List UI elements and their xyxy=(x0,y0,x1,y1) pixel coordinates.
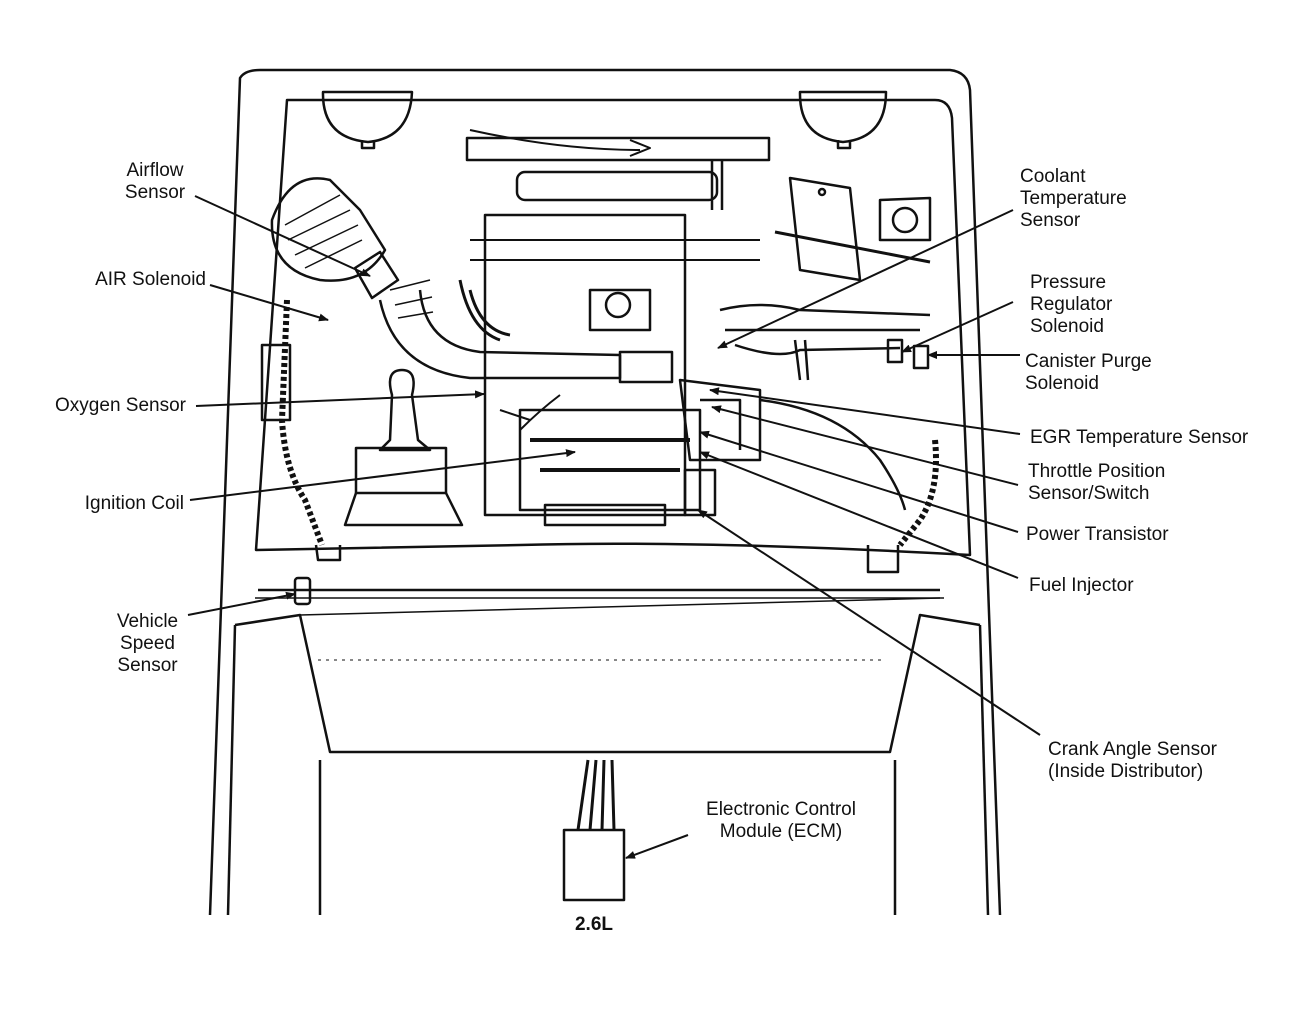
leader-ignition xyxy=(189,449,576,501)
leader-pressure-reg xyxy=(901,301,1014,353)
label-air-solenoid: AIR Solenoid xyxy=(95,269,206,290)
leader-crank-angle xyxy=(697,509,1041,736)
label-vehicle-speed-sensor: Vehicle Speed Sensor xyxy=(116,611,179,676)
leader-air-solenoid xyxy=(209,284,329,322)
label-coolant-temperature-sensor: Coolant Temperature Sensor xyxy=(1020,166,1127,231)
leader-power-transistor xyxy=(699,430,1019,533)
label-throttle-position-sensor: Throttle Position Sensor/Switch xyxy=(1028,461,1166,504)
vehicle-speed-sensor-body xyxy=(293,576,312,606)
leader-vss xyxy=(187,591,296,616)
label-canister-purge-solenoid: Canister Purge Solenoid xyxy=(1025,351,1152,394)
leader-egr xyxy=(709,387,1021,435)
engine-bay-outline xyxy=(254,98,972,557)
label-crank-angle-sensor: Crank Angle Sensor (Inside Distributor) xyxy=(1048,739,1217,782)
leader-airflow xyxy=(194,195,371,277)
ecm-box xyxy=(562,828,626,902)
engine-caption: 2.6L xyxy=(574,914,614,935)
leader-fuel-injector xyxy=(699,451,1019,579)
label-pressure-regulator-solenoid: Pressure Regulator Solenoid xyxy=(1030,272,1113,337)
leader-oxygen xyxy=(195,390,485,407)
headlight-right xyxy=(798,90,888,144)
brake-booster xyxy=(378,368,432,452)
label-egr-temperature-sensor: EGR Temperature Sensor xyxy=(1030,427,1249,448)
headlight-left xyxy=(321,90,414,144)
intake-duct xyxy=(378,289,622,380)
leader-ecm xyxy=(625,834,689,859)
airflow-sensor-body xyxy=(353,250,400,300)
hose-left xyxy=(279,299,325,547)
air-cleaner xyxy=(270,177,387,282)
label-ignition-coil: Ignition Coil xyxy=(84,493,184,514)
leader-coolant xyxy=(717,209,1014,349)
body-outline xyxy=(208,68,1002,916)
battery-tray xyxy=(788,176,862,282)
radiator-bar xyxy=(465,136,771,162)
engine-block xyxy=(483,213,687,517)
label-ecm: Electronic Control Module (ECM) xyxy=(706,799,856,842)
windshield-frame xyxy=(234,613,981,754)
label-oxygen-sensor: Oxygen Sensor xyxy=(55,395,186,416)
label-power-transistor: Power Transistor xyxy=(1026,524,1169,545)
label-airflow-sensor: Airflow Sensor xyxy=(124,160,186,203)
leader-tps xyxy=(711,405,1019,486)
label-fuel-injector: Fuel Injector xyxy=(1029,575,1134,596)
